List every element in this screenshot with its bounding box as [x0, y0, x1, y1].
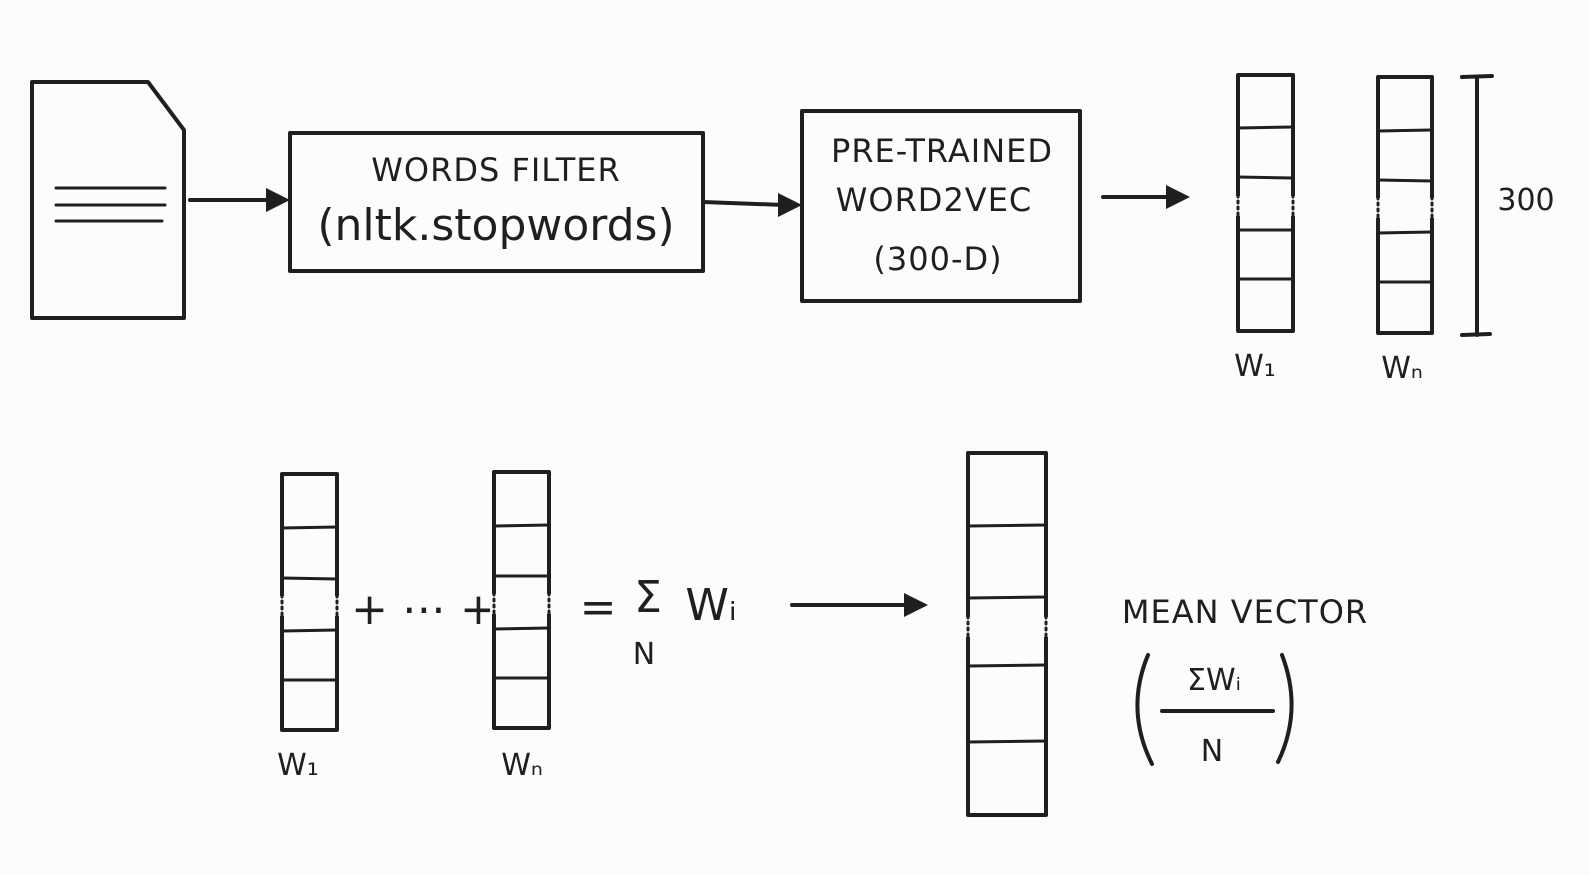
word2vec-box: PRE-TRAINED WORD2VEC (300-D) [800, 109, 1082, 303]
top-vector-wn [1374, 75, 1436, 335]
mean-formula-numerator: ΣWᵢ [1187, 663, 1241, 698]
arrow-word2vec-to-vectors [1101, 185, 1190, 209]
mean-formula-denominator: N [1201, 734, 1223, 769]
sigma-subscript: N [633, 637, 655, 672]
bottom-vector-wn [490, 470, 553, 730]
word2vec-line1: PRE-TRAINED [831, 132, 1053, 170]
top-vector-wn-label: Wₙ [1381, 351, 1423, 386]
words-filter-subtitle: (nltk.stopwords) [317, 200, 674, 251]
mean-formula [1135, 653, 1294, 766]
plus-ellipsis-plus: + ⋯ + [351, 584, 497, 635]
mean-vector [964, 451, 1050, 817]
equals-sign: = [580, 582, 617, 633]
sigma-symbol: Σ [634, 572, 662, 623]
document-icon [30, 80, 186, 320]
word2vec-line3: (300-D) [873, 240, 1002, 278]
words-filter-box: WORDS FILTER (nltk.stopwords) [288, 131, 705, 273]
sum-term: Wᵢ [685, 580, 736, 631]
bottom-vector-w1-label: W₁ [277, 748, 319, 783]
mean-vector-title: MEAN VECTOR [1122, 593, 1368, 631]
top-vector-w1 [1234, 73, 1297, 333]
dimension-bracket [1460, 74, 1494, 337]
bottom-vector-w1 [278, 472, 341, 732]
dimension-label: 300 [1497, 183, 1554, 218]
word2vec-line2: WORD2VEC [836, 181, 1033, 219]
arrow-filter-to-word2vec [701, 193, 802, 217]
words-filter-title: WORDS FILTER [371, 151, 620, 189]
top-vector-w1-label: W₁ [1234, 349, 1276, 384]
bottom-vector-wn-label: Wₙ [501, 748, 543, 783]
arrow-sum-to-mean [790, 593, 928, 617]
arrow-doc-to-filter [188, 188, 290, 212]
